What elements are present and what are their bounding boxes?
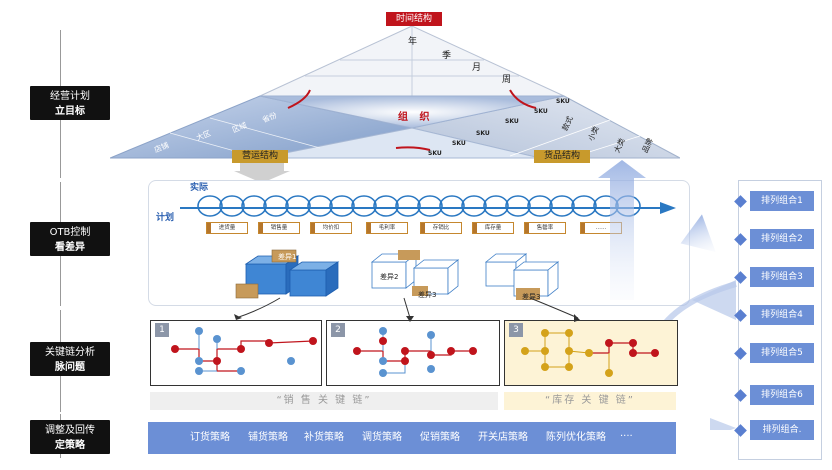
pyramid-diagram bbox=[110, 25, 680, 159]
chain-box-2: 2 bbox=[326, 320, 500, 386]
diff-label-2: 差异2 bbox=[380, 273, 399, 281]
sales-chain-caption: “销 售 关 键 链” bbox=[150, 392, 498, 410]
stage-otb-label: OTB控制 看差异 bbox=[30, 222, 110, 256]
metric-inventory-label: 库存量 bbox=[484, 225, 502, 231]
metric-stock-sales-ratio: 存销比 bbox=[420, 222, 462, 234]
chain-graph-2 bbox=[353, 327, 477, 377]
cube-cluster-3 bbox=[484, 253, 560, 300]
assortment-item-6[interactable]: 排列组合6 bbox=[750, 385, 814, 405]
strategy-display-optimization: 陈列优化策略 bbox=[546, 432, 606, 443]
time-level-quarter: 季 bbox=[442, 51, 452, 61]
assortment-item-7[interactable]: 排列组合. bbox=[750, 420, 814, 440]
metric-stock-sales-ratio-label: 存销比 bbox=[432, 225, 450, 231]
sku-label-3: SKU bbox=[505, 118, 519, 125]
metric-sell-through: 售罄率 bbox=[524, 222, 566, 234]
sku-label-2: SKU bbox=[534, 108, 548, 115]
strategy-more: .... bbox=[620, 428, 633, 439]
chain-pointer-arrows bbox=[234, 297, 580, 322]
chain-graph-3 bbox=[521, 329, 659, 377]
metric-sell-through-label: 售罄率 bbox=[536, 225, 554, 231]
metric-gross-margin-label: 毛利率 bbox=[378, 225, 396, 231]
right-base-label: 货品结构 bbox=[534, 150, 590, 163]
time-level-year: 年 bbox=[408, 37, 418, 47]
sku-label-1: SKU bbox=[556, 98, 570, 105]
sku-label-5: SKU bbox=[452, 140, 466, 147]
metric-sales: 销售量 bbox=[258, 222, 300, 234]
metric-more-label: …… bbox=[595, 225, 607, 231]
time-level-month: 月 bbox=[472, 63, 482, 73]
assortment-item-4[interactable]: 排列组合4 bbox=[750, 305, 814, 325]
assortment-item-1[interactable]: 排列组合1 bbox=[750, 191, 814, 211]
strategy-distribution: 铺货策略 bbox=[248, 432, 288, 443]
stage-chain-line2: 脉问题 bbox=[55, 362, 85, 373]
chain-box-3: 3 bbox=[504, 320, 678, 386]
strategy-replenishment: 补货策略 bbox=[304, 432, 344, 443]
stage-chain-line1: 关键链分析 bbox=[45, 347, 95, 358]
cube-cluster-2 bbox=[370, 250, 460, 296]
strategy-transfer: 调货策略 bbox=[362, 432, 402, 443]
assortment-item-5[interactable]: 排列组合5 bbox=[750, 343, 814, 363]
strategy-store-open-close: 开关店策略 bbox=[478, 432, 528, 443]
chain-number-3: 3 bbox=[509, 323, 523, 337]
pyramid-top-label: 时间结构 bbox=[386, 12, 442, 26]
sku-label-4: SKU bbox=[476, 130, 490, 137]
strategy-bar bbox=[148, 422, 676, 454]
diff-label-3: 差异3 bbox=[418, 291, 437, 299]
metric-inventory: 库存量 bbox=[472, 222, 514, 234]
stage-strategy-label: 调整及回传 定策略 bbox=[30, 420, 110, 454]
plan-label: 计划 bbox=[156, 213, 175, 223]
otb-coil bbox=[180, 195, 676, 217]
assortment-item-2[interactable]: 排列组合2 bbox=[750, 229, 814, 249]
strategy-ordering: 订货策略 bbox=[190, 432, 230, 443]
stage-strategy-line1: 调整及回传 bbox=[45, 425, 95, 436]
metric-avg-discount-label: 均价扣 bbox=[322, 225, 340, 231]
stage-strategy-line2: 定策略 bbox=[55, 440, 85, 451]
metric-gross-margin: 毛利率 bbox=[366, 222, 408, 234]
actual-label: 实际 bbox=[190, 183, 209, 193]
stage-plan-line1: 经营计划 bbox=[50, 91, 90, 102]
cube-cluster-1 bbox=[235, 249, 340, 299]
stage-otb-line2: 看差异 bbox=[55, 242, 85, 253]
chain-number-1: 1 bbox=[155, 323, 169, 337]
metric-sales-label: 销售量 bbox=[270, 225, 288, 231]
chain-graph-1 bbox=[171, 327, 317, 375]
stage-chain-label: 关键链分析 脉问题 bbox=[30, 342, 110, 376]
metric-purchase-label: 进货量 bbox=[218, 225, 236, 231]
metric-purchase: 进货量 bbox=[206, 222, 248, 234]
pyramid-center-label: 组 织 bbox=[398, 112, 434, 123]
diff-label-1: 差异1 bbox=[278, 253, 297, 261]
chain-number-2: 2 bbox=[331, 323, 345, 337]
stage-plan-line2: 立目标 bbox=[55, 106, 85, 117]
pyramid-down-arrow bbox=[234, 163, 290, 183]
diff-label-4: 差异3 bbox=[522, 293, 541, 301]
left-base-label: 营运结构 bbox=[232, 150, 288, 163]
stage-otb-line1: OTB控制 bbox=[49, 227, 91, 238]
time-level-week: 周 bbox=[502, 75, 512, 85]
feedback-arrows bbox=[598, 160, 737, 430]
strategy-promotion: 促销策略 bbox=[420, 432, 460, 443]
chain-box-1: 1 bbox=[150, 320, 322, 386]
stage-plan-label: 经营计划 立目标 bbox=[30, 86, 110, 120]
metric-avg-discount: 均价扣 bbox=[310, 222, 352, 234]
assortment-item-3[interactable]: 排列组合3 bbox=[750, 267, 814, 287]
sku-label-6: SKU bbox=[428, 150, 442, 157]
inventory-chain-caption: “库存 关 键 链” bbox=[504, 392, 676, 410]
